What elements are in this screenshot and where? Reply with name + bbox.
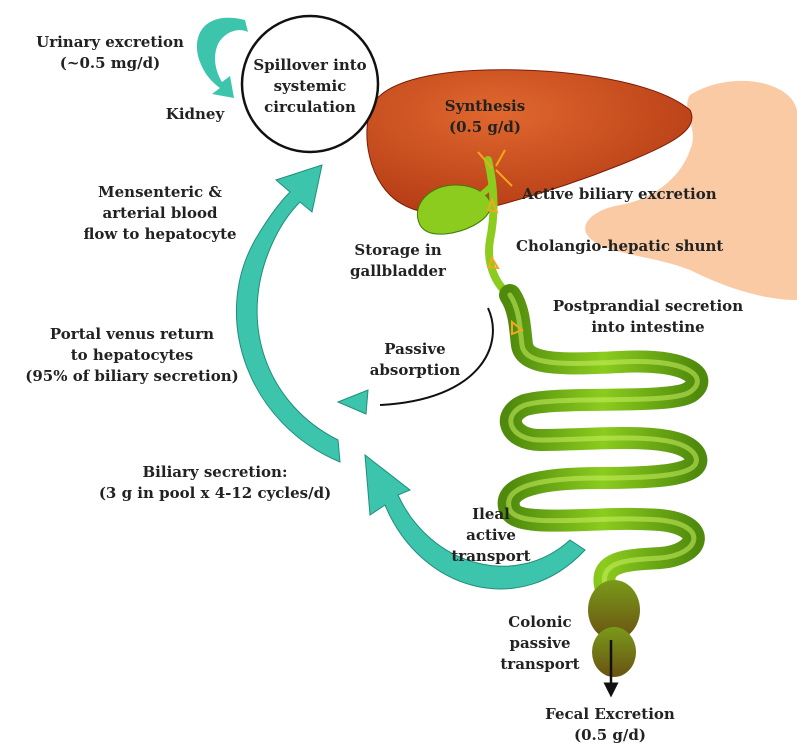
ileal-transport-label: Ileal active transport: [436, 504, 546, 567]
urinary-excretion-label: Urinary excretion (~0.5 mg/d): [10, 32, 210, 74]
colon-bulb-lower: [592, 627, 636, 677]
portal-return-arrow: [236, 165, 340, 462]
fecal-excretion-label: Fecal Excretion (0.5 g/d): [510, 704, 710, 746]
biliary-secretion-label: Biliary secretion: (3 g in pool x 4-12 c…: [60, 462, 370, 504]
postprandial-label: Postprandial secretion into intestine: [533, 296, 763, 338]
portal-return-label: Portal venus return to hepatocytes (95% …: [2, 324, 262, 387]
active-biliary-label: Active biliary excretion: [522, 184, 762, 205]
passive-absorption-label: Passive absorption: [360, 339, 470, 381]
kidney-label: Kidney: [140, 104, 250, 125]
storage-label: Storage in gallbladder: [336, 240, 460, 282]
mesenteric-label: Mensenteric & arterial blood flow to hep…: [70, 182, 250, 245]
synthesis-label: Synthesis (0.5 g/d): [430, 96, 540, 138]
spillover-label: Spillover into systemic circulation: [245, 55, 375, 118]
passive-absorption-arrowhead: [338, 390, 368, 414]
cholangio-shunt-label: Cholangio-hepatic shunt: [516, 236, 756, 257]
colonic-transport-label: Colonic passive transport: [490, 612, 590, 675]
